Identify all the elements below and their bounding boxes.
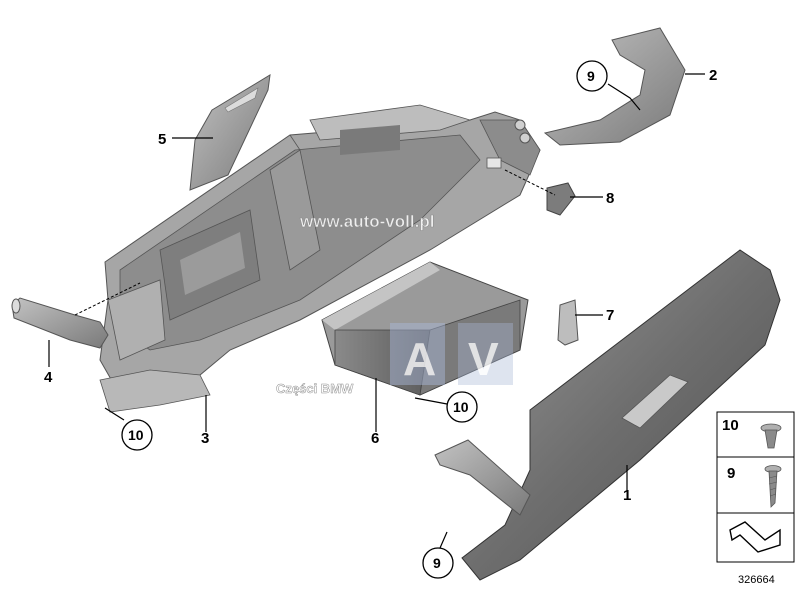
hardware-legend: 10 9 [716,411,795,563]
callout-7: 7 [606,307,614,324]
part-2-trim-piece [543,27,686,146]
diagram-id: 326664 [738,574,775,586]
part-7-bracket [557,299,579,346]
watermark: A V www.auto-voll.pl Części BMW [276,212,513,396]
watermark-site: www.auto-voll.pl [299,212,434,231]
callout-5: 5 [158,131,166,148]
callout-2: 2 [709,67,717,84]
callout-1: 1 [623,487,631,504]
callout-4: 4 [44,369,53,386]
watermark-brand-a: A [403,333,436,385]
part-4-damper [11,297,109,349]
callout-8: 8 [606,190,614,207]
callout-9-top: 9 [587,68,595,84]
watermark-brand-v: V [468,333,499,385]
part-3-glovebox-housing [99,104,541,413]
part-6-storage-tray [321,261,529,396]
callout-6: 6 [371,430,379,447]
callout-10-mid: 10 [453,399,469,415]
assembly-symbol-icon [729,521,781,553]
watermark-caption: Części BMW [276,381,354,396]
callout-9-bottom: 9 [433,555,441,571]
part-8-clip [546,182,576,216]
callout-numbers: 1 2 3 4 5 6 7 8 9 10 10 9 [44,60,717,579]
legend-label-9: 9 [727,465,735,482]
screw-10-icon [760,423,782,449]
legend-label-10: 10 [722,417,739,434]
screw-9-icon [764,465,782,508]
part-1-glovebox-lid [434,249,781,581]
callout-10-left: 10 [128,427,144,443]
callout-3: 3 [201,430,209,447]
part-5-cover-panel [189,74,271,191]
leader-lines [48,73,705,549]
